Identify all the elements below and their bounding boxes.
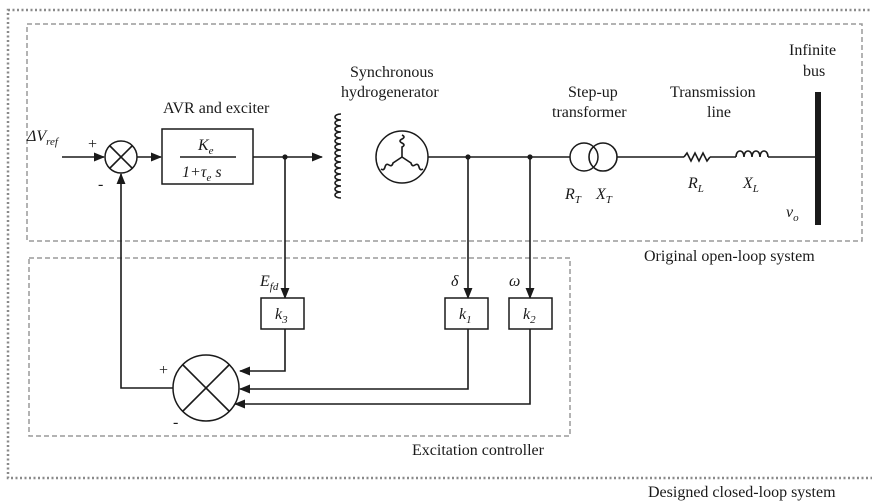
gain-k3-label: k3 <box>275 306 288 326</box>
avr-numerator: Ke <box>197 137 214 157</box>
gain-k2-block <box>508 297 553 330</box>
transformer-label-line2: transformer <box>552 104 627 121</box>
avr-denominator: 1+τe s <box>182 164 222 184</box>
line-inductor-icon <box>735 150 769 158</box>
line-label-line1: Transmission <box>670 84 756 101</box>
k3-output-wire <box>238 329 286 376</box>
generator-label-line1: Synchronous <box>350 64 434 81</box>
gain-k3-block <box>260 297 305 330</box>
reference-input-label: ΔVref <box>26 128 60 148</box>
k2-output-wire <box>233 329 531 409</box>
sign-plus-bottom: + <box>159 362 168 379</box>
infinite-bus-bar <box>815 92 821 225</box>
bus-label-line2: bus <box>803 63 825 80</box>
summing-junction-bottom-cross-b <box>182 364 230 412</box>
line-resistor-icon <box>683 151 711 163</box>
avr-label: AVR and exciter <box>163 100 270 117</box>
line-reactance-label: XL <box>742 175 759 195</box>
transformer-label-line1: Step-up <box>568 84 618 101</box>
field-winding-coil-icon <box>334 113 342 199</box>
line-resistance-label: RL <box>687 175 704 195</box>
controller-region-border <box>28 257 571 437</box>
omega-signal-label: ω <box>509 273 520 290</box>
open-loop-region-border <box>26 23 863 242</box>
generator-winding-b <box>380 156 403 171</box>
k1-output-wire <box>238 329 469 394</box>
bus-voltage-label: vo <box>786 204 799 224</box>
efd-signal-label: Efd <box>259 273 279 293</box>
sign-minus-top: - <box>98 176 103 193</box>
generator-winding-a <box>399 134 405 157</box>
delta-signal-label: δ <box>451 273 459 290</box>
transformer-reactance-label: XT <box>595 186 613 206</box>
gain-k1-block <box>444 297 489 330</box>
bus-label-line1: Infinite <box>789 42 836 59</box>
feedback-return-wire <box>116 172 173 389</box>
line-label-line2: line <box>707 104 731 121</box>
sign-plus-top: + <box>88 136 97 153</box>
gain-k1-label: k1 <box>459 306 472 326</box>
generator-label-line2: hydrogenerator <box>341 84 439 101</box>
generator-winding-c <box>401 156 424 171</box>
open-loop-region-label: Original open-loop system <box>644 248 815 265</box>
closed-loop-region-border <box>6 8 872 480</box>
gain-k2-label: k2 <box>523 306 536 326</box>
controller-region-label: Excitation controller <box>412 442 545 459</box>
closed-loop-region-label: Designed closed-loop system <box>648 484 836 501</box>
summing-junction-top-cross-b <box>109 145 133 169</box>
transformer-resistance-label: RT <box>564 186 582 206</box>
sign-minus-bottom: - <box>173 414 178 431</box>
